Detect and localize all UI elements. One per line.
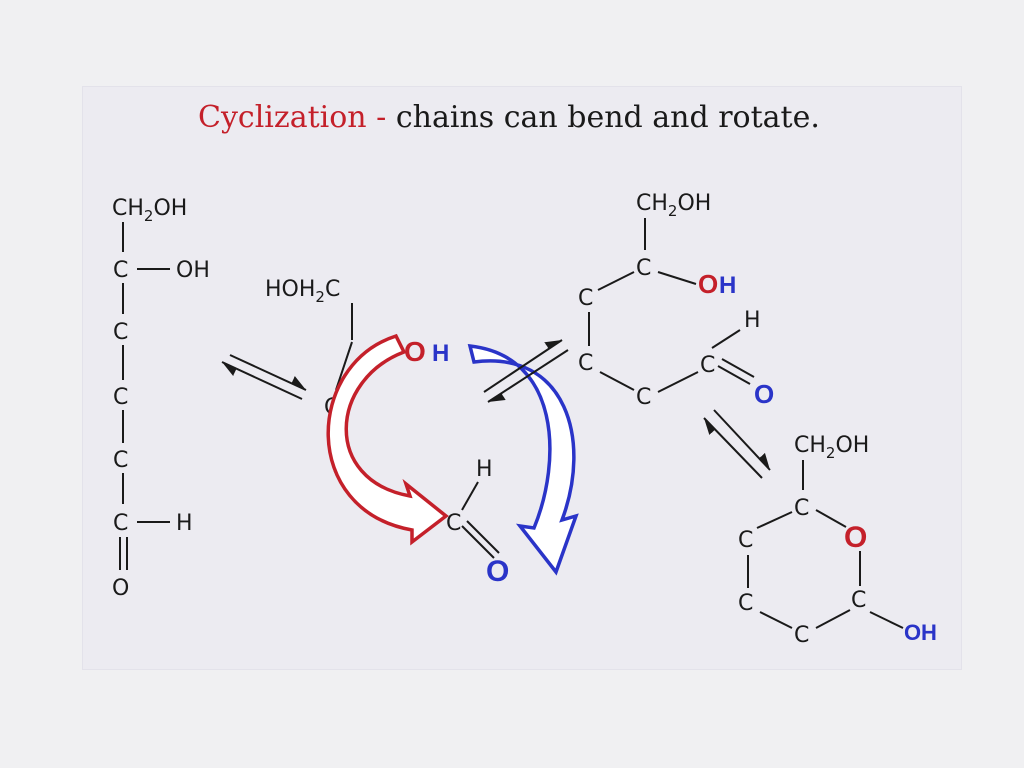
hydroxyl-o-highlight: O <box>404 336 426 367</box>
carbon-label: C <box>636 256 651 281</box>
carbonyl-o-highlight: O <box>754 379 774 409</box>
h-label: H <box>476 457 493 482</box>
h-label: H <box>744 308 761 333</box>
carbon-label: C <box>794 496 809 521</box>
carbon-label: C <box>794 623 809 648</box>
ring-molecule: CH2OH C C C C C <box>738 433 904 648</box>
anomeric-h-highlight: H <box>921 620 937 645</box>
ch2oh-label: CH2OH <box>112 196 187 225</box>
h-label: H <box>176 511 193 536</box>
o-label: O <box>112 576 129 601</box>
carbon-label: C <box>700 353 715 378</box>
ring-oxygen-highlight: O <box>844 521 867 554</box>
oh-label: OH <box>176 258 210 283</box>
carbon-label: C <box>113 448 128 473</box>
title-dash: - <box>366 100 396 135</box>
anomeric-o-highlight: O <box>904 620 921 645</box>
equilibrium-arrow <box>221 354 307 400</box>
carbon-label: C <box>636 385 651 410</box>
ch2oh-label: CH2OH <box>636 191 711 220</box>
ch2oh-label: CH2OH <box>794 433 869 462</box>
carbon-label: C <box>851 588 866 613</box>
carbon-label: C <box>578 286 593 311</box>
carbon-label: C <box>738 591 753 616</box>
hydroxyl-h-highlight: H <box>432 340 449 367</box>
figure-panel <box>82 86 962 670</box>
open-chain-molecule: CH2OH C OH C C C C H O <box>112 196 210 601</box>
hydroxyl-o-highlight: O <box>698 269 718 299</box>
equilibrium-arrow <box>483 339 569 403</box>
hydroxyl-h-highlight: H <box>719 272 736 299</box>
hoh2c-label: HOH2C <box>265 277 340 306</box>
equilibrium-arrow <box>703 409 771 479</box>
carbon-label: C <box>113 511 128 536</box>
carbon-label: C <box>738 528 753 553</box>
carbon-label: C <box>113 320 128 345</box>
slide-title: Cyclization - chains can bend and rotate… <box>198 100 820 135</box>
red-curved-arrow <box>326 333 449 546</box>
carbon-label: C <box>113 385 128 410</box>
title-keyword: Cyclization <box>198 100 367 135</box>
title-rest: chains can bend and rotate. <box>395 100 820 135</box>
near-ring-molecule: CH2OH C C C C C H <box>578 191 761 410</box>
carbon-label: C <box>578 351 593 376</box>
blue-curved-arrow <box>467 343 579 576</box>
carbonyl-o-highlight: O <box>486 555 509 588</box>
carbon-label: C <box>446 511 461 536</box>
carbon-label: C <box>113 258 128 283</box>
